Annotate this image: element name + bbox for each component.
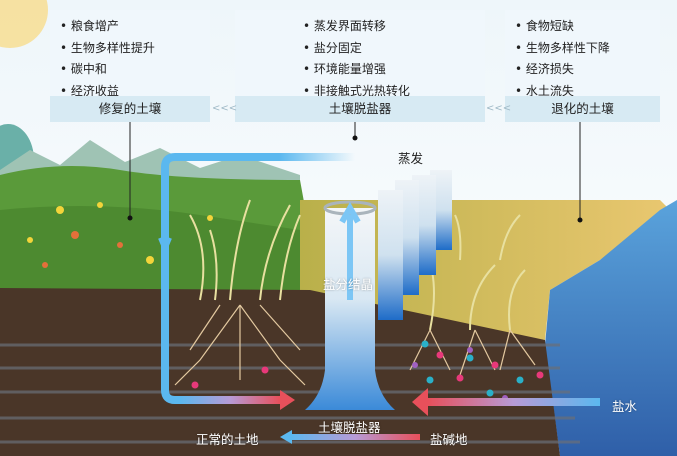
panel-title: 修复的土壤: [50, 96, 210, 122]
panel-title: 退化的土壤: [505, 96, 660, 122]
sun: [0, 0, 48, 48]
problem-item: 生物多样性下降: [515, 38, 660, 60]
problem-item: 水土流失: [515, 81, 660, 103]
benefit-item: 生物多样性提升: [60, 38, 210, 60]
label-saline-land: 盐碱地: [430, 432, 468, 447]
sea: [545, 200, 677, 456]
benefit-item: 粮食增产: [60, 16, 210, 38]
benefit-item: 碳中和: [60, 59, 210, 81]
label-desalinator: 土壤脱盐器: [318, 420, 381, 435]
benefit-item: 经济收益: [60, 81, 210, 103]
panel-restored-soil: 粮食增产 生物多样性提升 碳中和 经济收益 修复的土壤: [50, 10, 210, 122]
label-salt-crystal: 盐分结晶: [323, 277, 374, 292]
label-evaporation: 蒸发: [398, 151, 424, 166]
circulation-arrow: [161, 153, 355, 404]
problem-item: 食物短缺: [515, 16, 660, 38]
flow-separator: <<<: [486, 103, 512, 114]
feature-item: 环境能量增强: [303, 59, 485, 81]
leader-lines: [129, 122, 581, 220]
desalinator-columns: [305, 170, 452, 410]
label-brine: 盐水: [612, 399, 638, 414]
panel-degraded-soil: 食物短缺 生物多样性下降 经济损失 水土流失 退化的土壤: [505, 10, 660, 122]
feature-item: 盐分固定: [303, 38, 485, 60]
feature-item: 非接触式光热转化: [303, 81, 485, 103]
brine-inflow-arrow: [428, 398, 600, 406]
flow-separator: <<<: [212, 103, 238, 114]
panel-title: 土壤脱盐器: [235, 96, 485, 122]
soil: [0, 288, 560, 456]
land-conversion-arrow: [290, 434, 420, 440]
problem-item: 经济损失: [515, 59, 660, 81]
panel-desalinator: 蒸发界面转移 盐分固定 环境能量增强 非接触式光热转化 土壤脱盐器: [235, 10, 485, 122]
feature-item: 蒸发界面转移: [303, 16, 485, 38]
label-normal-land: 正常的土地: [196, 432, 259, 447]
